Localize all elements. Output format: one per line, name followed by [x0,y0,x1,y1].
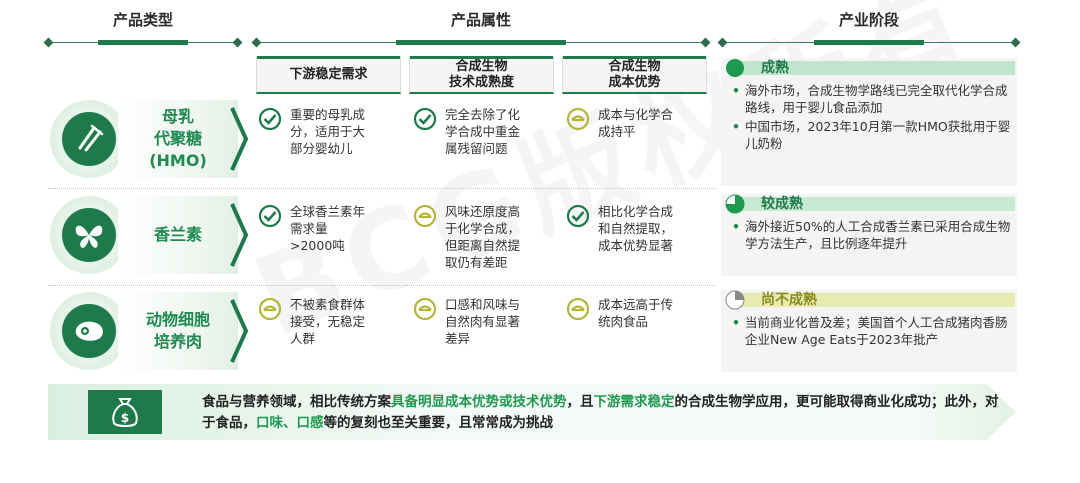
row-hmo-stage: 成熟 •海外市场，合成生物学路线已完全取代化学合成路线，用于婴儿食品添加 •中国… [721,58,1017,186]
maturity-pie-icon [725,290,745,310]
chevron-right-icon [230,203,249,267]
row-divider [48,188,716,189]
neutral-circle-icon [413,204,437,228]
header-product-type: 产品类型 [43,8,243,50]
check-circle-icon [413,107,437,131]
check-circle-icon [258,204,282,228]
chevron-right-icon [230,299,249,363]
row-divider [48,285,716,286]
neutral-circle-icon [258,297,282,321]
maturity-pie-icon [725,194,745,214]
svg-text:$: $ [121,411,129,425]
butterfly-icon [75,225,103,248]
test-tube-icon [78,124,104,152]
header-product-attr-label: 产品属性 [450,11,511,29]
neutral-circle-icon [413,297,437,321]
row-meat-stage: 尚不成熟 •当前商业化普及差；美国首个人工合成猪肉香肠企业New Age Eat… [721,290,1017,372]
neutral-circle-icon [566,107,590,131]
money-bag-icon: $ [112,398,138,427]
row-meat-name: 动物细胞 培养肉 [118,292,238,370]
neutral-circle-icon [566,297,590,321]
conclusion-text: 食品与营养领域，相比传统方案具备明显成本优势或技术优势，且下游需求稳定的合成生物… [202,394,999,431]
row-vanillin-icon [50,196,128,274]
attr-col-tech: 合成生物 技术成熟度 [409,56,554,94]
attr-col-demand: 下游稳定需求 [256,56,401,94]
header-product-attr: 产品属性 [251,8,711,50]
header-industry-stage: 产业阶段 [717,8,1021,50]
row-vanillin-name: 香兰素 [118,196,238,274]
maturity-pie-icon [726,59,744,77]
row-hmo-icon [50,100,128,178]
stage-level: 较成熟 [761,196,803,212]
header-product-type-label: 产品类型 [112,11,173,29]
stage-bullet: •海外接近50%的人工合成香兰素已采用合成生物学方法生产，且比例逐年提升 [732,219,1011,251]
attr-col-cost: 合成生物 成本优势 [562,56,707,94]
meat-icon [75,321,103,341]
header-industry-stage-label: 产业阶段 [838,11,899,29]
conclusion-banner: $ 食品与营养领域，相比传统方案具备明显成本优势或技术优势，且下游需求稳定的合成… [48,384,1016,440]
stage-bullet: •当前商业化普及差；美国首个人工合成猪肉香肠企业New Age Eats于202… [732,315,1008,347]
stage-level: 成熟 [761,60,789,76]
check-circle-icon [566,204,590,228]
check-circle-icon [258,107,282,131]
stage-bullet: •海外市场，合成生物学路线已完全取代化学合成路线，用于婴儿食品添加 [732,83,1008,115]
conclusion-badge: $ [88,390,162,434]
stage-bullet: •中国市场，2023年10月第一款HMO获批用于婴儿奶粉 [732,119,1011,151]
chevron-right-icon [230,107,249,171]
row-hmo-name: 母乳 代聚糖 (HMO) [118,100,238,178]
stage-level: 尚不成熟 [761,292,817,308]
row-meat-icon [50,292,128,370]
row-vanillin-stage: 较成熟 •海外接近50%的人工合成香兰素已采用合成生物学方法生产，且比例逐年提升 [721,194,1017,276]
